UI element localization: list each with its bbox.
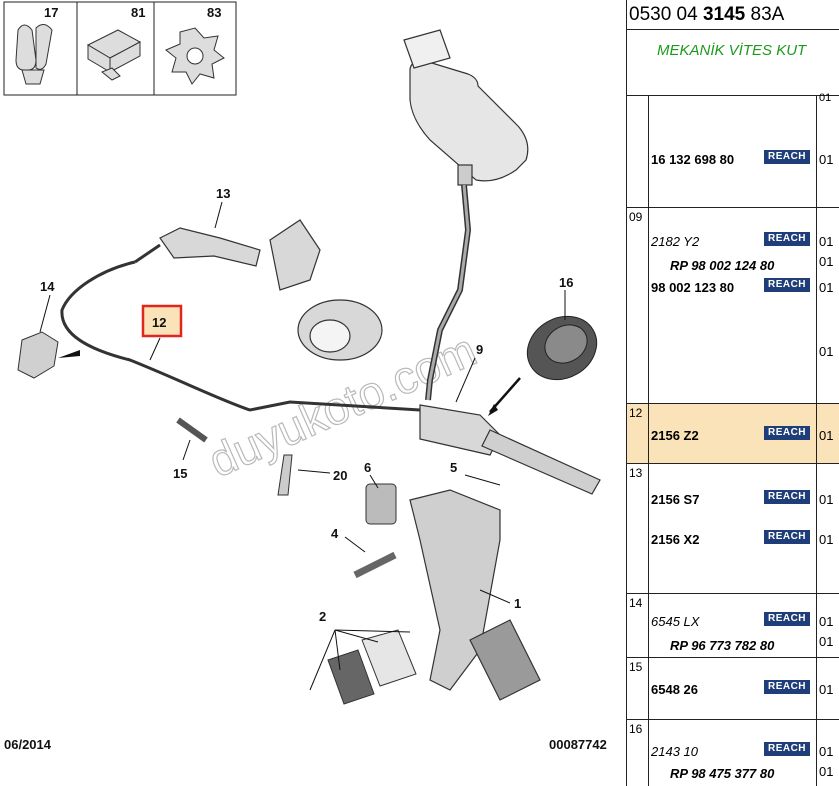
drawing-number: 00087742 (549, 737, 607, 752)
reach-badge: REACH (764, 612, 810, 626)
reach-badge: REACH (764, 150, 810, 164)
catalog-code-suffix: 83A (745, 4, 785, 25)
ref-cell: 09 (627, 208, 649, 403)
callout-17[interactable]: 17 (44, 5, 58, 20)
part-row[interactable]: 15 6548 26 REACH 01 (627, 658, 839, 720)
clutch-pedal (409, 489, 541, 701)
qty: 01 (819, 492, 834, 507)
ref-cell: 15 (627, 658, 649, 719)
ref-cell: 13 (627, 464, 649, 593)
catalog-code-prefix: 0530 04 (629, 4, 703, 25)
qty: 01 (819, 764, 834, 779)
bracket-clip-icon (86, 29, 142, 81)
ref-cell: 14 (627, 594, 649, 657)
part-number[interactable]: 2156 Z2 (651, 428, 699, 443)
ref-cell (627, 96, 649, 207)
part-row[interactable]: 13 2156 S7 REACH 01 2156 X2 REACH 01 (627, 464, 839, 594)
slave-cylinder (159, 219, 383, 361)
fluid-reservoir (403, 29, 529, 186)
qty: 01 (819, 344, 834, 359)
part-number[interactable]: 2182 Y2 (651, 234, 700, 249)
qty: 01 (819, 682, 834, 697)
part-number[interactable]: RP 98 475 377 80 (670, 766, 775, 781)
ref-cell: 16 (627, 720, 649, 786)
inset-box-83[interactable] (153, 1, 237, 96)
callout-16[interactable]: 16 (559, 275, 573, 290)
callout-12[interactable]: 12 (152, 315, 166, 330)
part-row[interactable]: 14 6545 LX REACH 01 RP 96 773 782 80 01 (627, 594, 839, 658)
callout-13[interactable]: 13 (216, 186, 230, 201)
part-number[interactable]: 2156 X2 (651, 532, 700, 547)
part-number[interactable]: RP 96 773 782 80 (670, 638, 775, 653)
master-cylinder (419, 404, 601, 495)
catalog-code: 0530 04 3145 83A (627, 0, 839, 30)
pedal-pads (327, 629, 417, 705)
part-number[interactable]: 2143 10 (651, 744, 698, 759)
clutch-diagram: 17 81 83 duyukoto.com (3, 1, 607, 752)
qty: 01 (819, 152, 834, 167)
callout-81[interactable]: 81 (131, 5, 145, 20)
clip-20 (277, 454, 293, 496)
qty: 01 (819, 92, 832, 104)
callout-6[interactable]: 6 (364, 460, 371, 475)
callout-5[interactable]: 5 (450, 460, 457, 475)
callout-9[interactable]: 9 (476, 342, 483, 357)
callout-83[interactable]: 83 (207, 5, 221, 20)
callout-4[interactable]: 4 (331, 526, 339, 541)
part-number[interactable]: 2156 S7 (651, 492, 700, 507)
reach-badge: REACH (764, 530, 810, 544)
qty: 01 (819, 532, 834, 547)
part-row-selected[interactable]: 12 2156 Z2 REACH 01 (627, 404, 839, 464)
part-number[interactable]: RP 98 002 124 80 (670, 258, 775, 273)
part-number[interactable]: 98 002 123 80 (651, 280, 735, 295)
switch-6 (365, 483, 397, 525)
reach-badge: REACH (764, 232, 810, 246)
panel-title: MEKANİK VİTES KUT (657, 42, 807, 59)
reach-badge: REACH (764, 426, 810, 440)
reach-badge: REACH (764, 278, 810, 292)
inset-boxes (3, 1, 237, 96)
catalog-code-main: 3145 (702, 4, 746, 25)
pin-15 (176, 417, 208, 443)
diagram-date: 06/2014 (4, 737, 52, 752)
bolt-4 (353, 551, 397, 579)
part-row[interactable]: 16 2143 10 REACH 01 RP 98 475 377 80 01 (627, 720, 839, 786)
callout-1[interactable]: 1 (514, 596, 521, 611)
qty: 01 (819, 234, 834, 249)
bracket-14 (17, 331, 59, 379)
callout-2[interactable]: 2 (319, 609, 326, 624)
parts-panel: 0530 04 3145 83A MEKANİK VİTES KUT 01 16… (626, 0, 839, 786)
callout-14[interactable]: 14 (40, 279, 55, 294)
callout-15[interactable]: 15 (173, 466, 187, 481)
qty: 01 (819, 614, 834, 629)
clip-icon (15, 24, 53, 85)
callout-20[interactable]: 20 (333, 468, 347, 483)
reach-badge: REACH (764, 490, 810, 504)
ref-cell: 12 (627, 404, 649, 463)
part-number[interactable]: 6545 LX (651, 614, 700, 629)
qty: 01 (819, 254, 834, 269)
clutch-line-12 (60, 260, 421, 412)
reach-badge: REACH (764, 680, 810, 694)
reach-badge: REACH (764, 742, 810, 756)
star-washer-icon (165, 27, 225, 85)
qty: 01 (819, 280, 834, 295)
panel-title-box: MEKANİK VİTES KUT (627, 30, 839, 96)
part-row[interactable]: 09 2182 Y2 REACH 01 RP 98 002 124 80 01 … (627, 208, 839, 404)
part-number[interactable]: 6548 26 (651, 682, 698, 697)
part-row[interactable]: 01 16 132 698 80 REACH 01 (627, 92, 839, 208)
qty: 01 (819, 634, 834, 649)
part-number[interactable]: 16 132 698 80 (651, 152, 735, 167)
qty: 01 (819, 428, 834, 443)
rubber-boot (526, 315, 598, 381)
qty: 01 (819, 744, 834, 759)
callout-12-highlight[interactable] (141, 304, 183, 338)
